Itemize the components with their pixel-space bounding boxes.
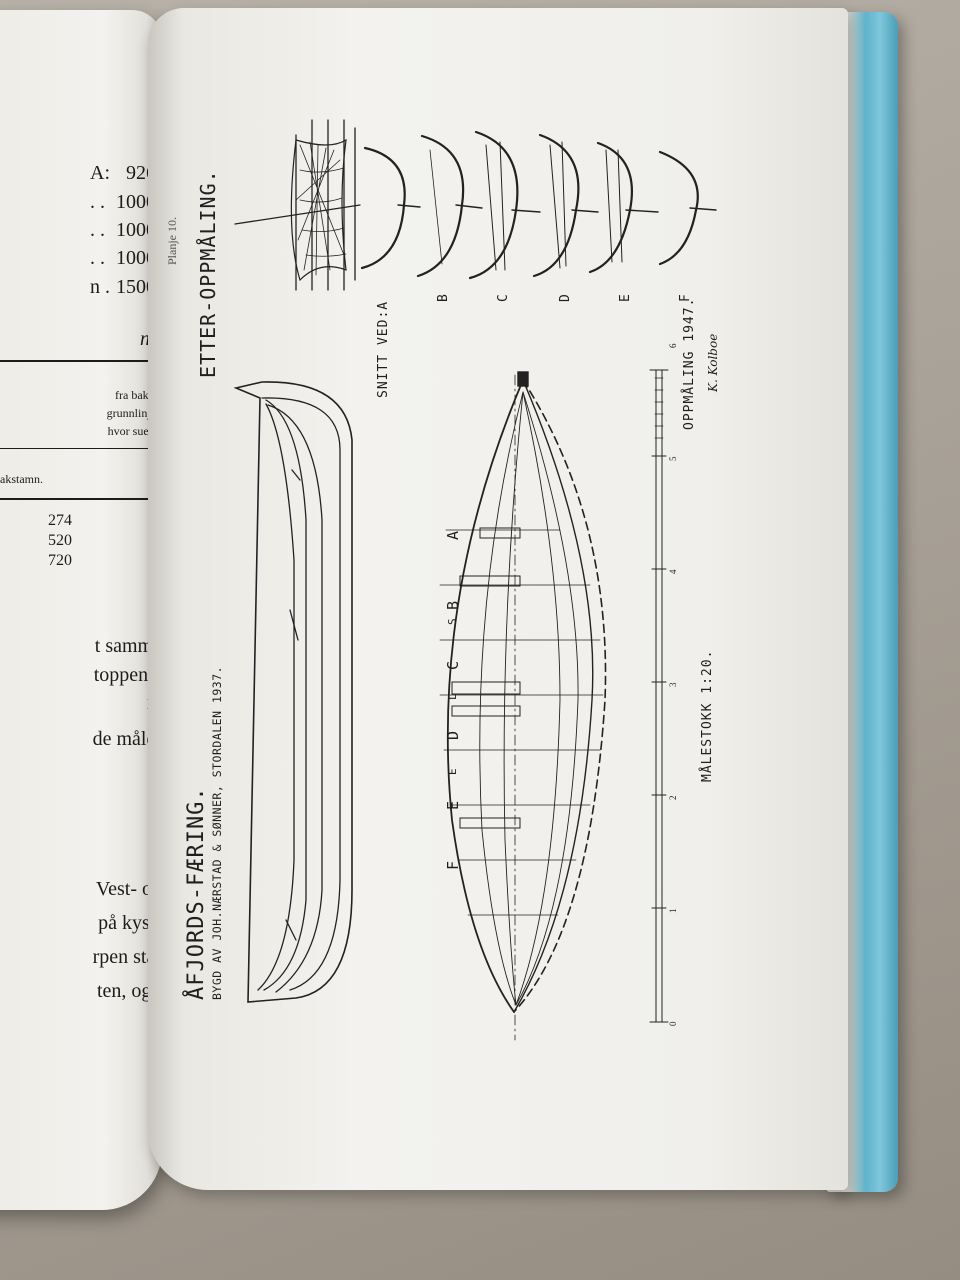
left-page-header-line: grunnlinje) bbox=[106, 406, 160, 420]
hull-station-letter: C bbox=[444, 660, 462, 670]
scale-tick-number: 2 bbox=[668, 795, 678, 801]
left-page-table-subheader: akstamn. bbox=[0, 472, 43, 486]
profile-view bbox=[233, 381, 353, 1003]
hull-waterline-letter: S bbox=[446, 618, 459, 625]
hull-waterline-letter: L bbox=[446, 693, 459, 700]
left-page-row-value: 1000 bbox=[116, 219, 156, 241]
section-letter: D bbox=[558, 294, 573, 302]
signature: K. Kolboe bbox=[706, 333, 720, 392]
measured-label: OPPMÅLING 1947. bbox=[682, 297, 697, 430]
section-letter: B bbox=[436, 294, 451, 302]
hull-station-letter: B bbox=[444, 600, 462, 610]
scale-tick-number: 1 bbox=[668, 908, 678, 914]
left-page-rule-top bbox=[0, 360, 160, 362]
hull-station-letter: E bbox=[444, 800, 462, 810]
left-page-body-line: de måle- bbox=[92, 728, 162, 750]
scale-bar bbox=[649, 369, 669, 1023]
hull-station-letter: A bbox=[444, 530, 462, 540]
left-page-rule-bottom bbox=[0, 498, 160, 500]
plan-view bbox=[439, 371, 607, 1041]
left-page-body-line: t samme bbox=[94, 635, 162, 657]
plate-number: Planje 10. bbox=[165, 217, 179, 265]
right-book-page bbox=[148, 8, 848, 1190]
left-page-body-line: rpen står bbox=[92, 946, 162, 968]
left-page-row-value: 1000 bbox=[116, 191, 156, 213]
left-page-table-value: 720 bbox=[48, 552, 72, 569]
scale-tick-number: 5 bbox=[668, 456, 678, 462]
body-plan-view bbox=[234, 119, 361, 291]
left-page-body-line: på kyst- bbox=[98, 912, 162, 934]
left-page-row-label: . . bbox=[90, 247, 105, 269]
left-page-body-line: Vest- og bbox=[95, 878, 162, 900]
section-letter: F bbox=[678, 294, 693, 302]
sections-label: SNITT VED:A bbox=[376, 300, 391, 398]
left-page-row-label: . . bbox=[90, 191, 105, 213]
hull-station-letter: F bbox=[444, 860, 462, 870]
cross-sections bbox=[360, 130, 717, 280]
left-page-header-line: hvor suene bbox=[107, 424, 160, 438]
left-page-table-value: 520 bbox=[48, 532, 72, 549]
left-page-row-label: n . bbox=[90, 276, 110, 298]
plate-header: ETTER-OPPMÅLING. bbox=[196, 169, 220, 378]
scale-tick-number: 6 bbox=[668, 343, 678, 349]
left-page-body-line: toppene. bbox=[93, 664, 162, 686]
section-letter: C bbox=[496, 294, 511, 302]
left-page-rule-mid bbox=[0, 448, 160, 449]
scale-tick-number: 4 bbox=[668, 569, 678, 575]
plate-subtitle: BYGD AV JOH.NÆRSTAD & SØNNER, STORDALEN … bbox=[210, 665, 224, 1000]
scale-tick-number: 0 bbox=[668, 1021, 678, 1027]
left-page-row-label: . . bbox=[90, 219, 105, 241]
left-page-table-value: 274 bbox=[48, 512, 72, 529]
scale-label: MÅLESTOKK 1:20. bbox=[700, 649, 715, 782]
hull-waterline-letter: E bbox=[446, 768, 459, 775]
section-letter: E bbox=[618, 294, 633, 302]
left-page-row-value: 1000 bbox=[116, 247, 156, 269]
left-page-row-value: 1500 bbox=[116, 276, 156, 298]
hull-station-letter: D bbox=[444, 730, 462, 740]
plate-title: ÅFJORDS-FÆRING. bbox=[184, 786, 209, 1000]
scale-tick-number: 3 bbox=[668, 682, 678, 688]
left-page-row-label: A: bbox=[90, 162, 110, 184]
left-page-body-line: ten, og i bbox=[97, 980, 162, 1002]
